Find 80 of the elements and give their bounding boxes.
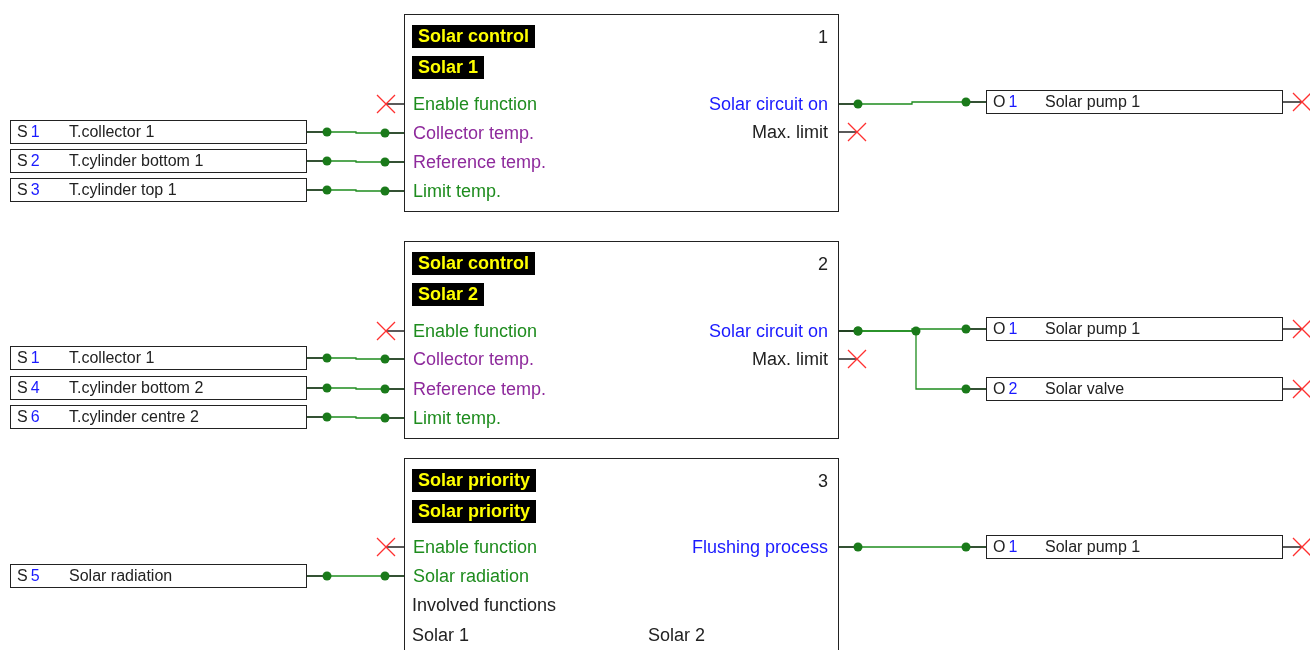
output-label: Max. limit xyxy=(752,348,838,370)
function-block xyxy=(404,458,839,650)
connector-line xyxy=(306,382,406,395)
output-label: Flushing process xyxy=(691,536,838,558)
output-box xyxy=(986,377,1283,401)
sensor-name: T.cylinder top 1 xyxy=(69,180,177,200)
output-box xyxy=(986,317,1283,341)
sensor-number: S6 xyxy=(17,407,40,427)
unconnected-stub xyxy=(837,349,867,369)
sensor-number: S4 xyxy=(17,378,40,398)
function-block xyxy=(404,14,839,212)
input-label: Reference temp. xyxy=(405,151,547,173)
block-note: Solar 1 xyxy=(412,624,470,646)
block-heading: Solar control xyxy=(412,252,535,275)
output-name: Solar pump 1 xyxy=(1045,537,1141,557)
input-label: Enable function xyxy=(405,320,538,342)
sensor-box xyxy=(10,178,307,202)
sensor-name: Solar radiation xyxy=(69,566,173,586)
input-label: Limit temp. xyxy=(405,407,502,429)
sensor-box xyxy=(10,564,307,588)
unconnected-stub xyxy=(837,122,867,142)
connector-line xyxy=(837,96,987,110)
input-label: Limit temp. xyxy=(405,180,502,202)
sensor-number: S3 xyxy=(17,180,40,200)
connector-line xyxy=(306,155,406,168)
sensor-name: T.cylinder bottom 2 xyxy=(69,378,204,398)
sensor-box xyxy=(10,120,307,144)
unconnected-stub xyxy=(1282,379,1310,399)
output-box xyxy=(986,535,1283,559)
block-subheading: Solar 2 xyxy=(412,283,485,306)
input-label: Enable function xyxy=(405,93,538,115)
block-subheading: Solar priority xyxy=(412,500,537,523)
sensor-name: T.collector 1 xyxy=(69,348,155,368)
unconnected-stub xyxy=(1282,537,1310,557)
connector-line xyxy=(306,352,406,365)
input-label: Collector temp. xyxy=(405,122,535,144)
block-heading: Solar priority xyxy=(412,469,537,492)
sensor-name: T.collector 1 xyxy=(69,122,155,142)
block-heading: Solar control xyxy=(412,25,535,48)
block-number: 1 xyxy=(818,26,828,48)
unconnected-stub xyxy=(376,321,406,341)
connector-line xyxy=(837,325,987,395)
output-label: Solar circuit on xyxy=(708,320,838,342)
sensor-number: S2 xyxy=(17,151,40,171)
block-note: Solar 2 xyxy=(648,624,706,646)
output-box xyxy=(986,90,1283,114)
output-name: Solar pump 1 xyxy=(1045,319,1141,339)
output-number: O1 xyxy=(993,537,1018,557)
output-label: Solar circuit on xyxy=(708,93,838,115)
connector-line xyxy=(306,411,406,424)
connector-line xyxy=(837,541,987,553)
block-number: 2 xyxy=(818,253,828,275)
unconnected-stub xyxy=(1282,92,1310,112)
block-note: Involved functions xyxy=(412,594,557,616)
output-number: O1 xyxy=(993,92,1018,112)
connector-line xyxy=(306,184,406,197)
sensor-box xyxy=(10,149,307,173)
input-label: Enable function xyxy=(405,536,538,558)
function-block xyxy=(404,241,839,439)
sensor-box xyxy=(10,376,307,400)
output-name: Solar pump 1 xyxy=(1045,92,1141,112)
block-number: 3 xyxy=(818,470,828,492)
input-label: Collector temp. xyxy=(405,348,535,370)
output-number: O2 xyxy=(993,379,1018,399)
output-label: Max. limit xyxy=(752,121,838,143)
unconnected-stub xyxy=(376,94,406,114)
sensor-name: T.cylinder bottom 1 xyxy=(69,151,204,171)
unconnected-stub xyxy=(1282,319,1310,339)
unconnected-stub xyxy=(376,537,406,557)
sensor-box xyxy=(10,405,307,429)
block-subheading: Solar 1 xyxy=(412,56,485,79)
connector-line xyxy=(306,570,406,582)
input-label: Solar radiation xyxy=(405,565,530,587)
sensor-name: T.cylinder centre 2 xyxy=(69,407,199,427)
connector-line xyxy=(306,126,406,139)
sensor-number: S5 xyxy=(17,566,40,586)
sensor-box xyxy=(10,346,307,370)
output-number: O1 xyxy=(993,319,1018,339)
input-label: Reference temp. xyxy=(405,378,547,400)
output-name: Solar valve xyxy=(1045,379,1125,399)
